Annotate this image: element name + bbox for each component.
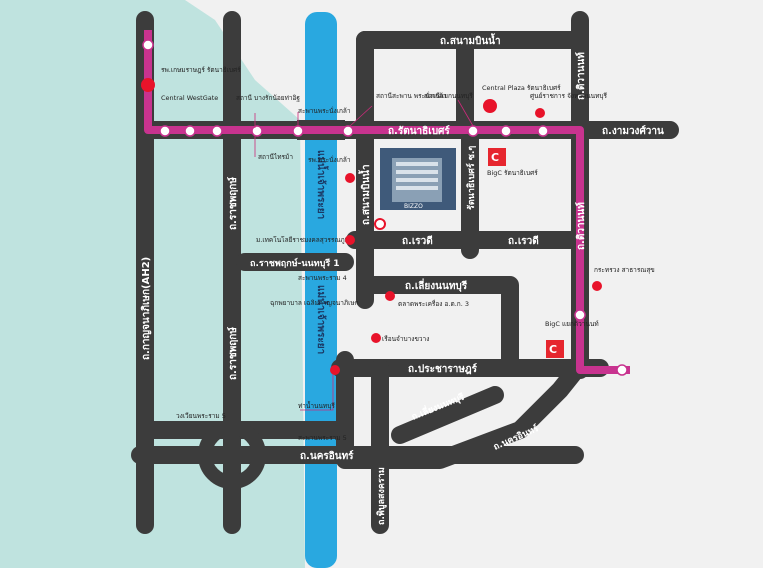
label-station-nonthaburi: สถานีแยกนนทบุรี	[424, 92, 473, 100]
label-road-tiwanon-right: ถ.ติวานนท์	[575, 202, 587, 250]
label-prison: เรือนจำบางขวาง	[382, 335, 429, 343]
purple-line-rail	[144, 30, 630, 374]
label-bridge-rama5: สะพานพระราม 5	[298, 434, 347, 442]
label-bridge-rama4: สะพานพระราม 4	[298, 274, 347, 282]
bigc-logo-ratt: C	[488, 148, 506, 166]
label-road-sanambinnam-side: ถ.สนามบินน้ำ	[358, 164, 372, 225]
star-markers	[141, 78, 497, 113]
rail-stations	[142, 39, 628, 376]
label-road-ruamit2: ถ.เรวดี	[508, 235, 539, 247]
label-road-ratchaphruek-top: ถ.ราชพฤกษ์	[227, 177, 239, 230]
label-road-liang-nonthaburi: ถ.เลี่ยงนนทบุรี	[405, 278, 468, 292]
label-road-ratchaphruek-nonthaburi1: ถ.ราชพฤกษ์-นนทบุรี 1	[250, 257, 340, 269]
bridge-rama5	[297, 447, 345, 463]
label-central-plaza: Central Plaza รัตนาธิเบศร์	[482, 84, 561, 92]
leader-lines	[254, 99, 474, 411]
label-rmutsb: ม.เทคโนโลยีราชมงคลสุวรรณภูมิ	[256, 236, 349, 244]
label-road-ngamwongwan: ถ.งามวงศ์วาน	[602, 125, 664, 137]
bizzo-location-marker	[374, 218, 386, 230]
label-road-pracharat: ถ.ประชาราษฎร์	[408, 363, 478, 375]
label-health-ministry: กระทรวง สาธารณสุข	[594, 266, 655, 274]
poi-markers	[330, 108, 602, 375]
label-road-tiwanon-top: ถ.ติวานนท์	[575, 52, 587, 100]
label-road-nakhon-in-bottom: ถ.นครอินทร์	[300, 450, 354, 462]
label-river-lower: แม่น้ำเจ้าพระยา	[315, 285, 329, 354]
bizzo-building: BIZZO	[380, 148, 456, 210]
label-road-phibunsongkhram: ถ.พิบูลสงคราม	[376, 467, 387, 525]
label-station-sai-ma: สถานีไทรม้า	[258, 153, 293, 161]
label-bigc-tiwanon: BigC แยกติวานนท์	[545, 320, 599, 328]
label-road-ruamit1: ถ.เรวดี	[402, 235, 433, 247]
label-road-sanambinnam-top: ถ.สนามบินน้ำ	[440, 33, 501, 47]
label-river-upper: แม่น้ำเจ้าพระยา	[315, 150, 329, 219]
label-road-ratchaphruek-bottom: ถ.ราชพฤกษ์	[227, 327, 239, 380]
label-road-rattanathibet: ถ.รัตนาธิเบศร์	[388, 125, 450, 137]
svg-text:C: C	[491, 151, 499, 164]
label-provincial-hall: ศูนย์ราชการ จังหวัดนนทบุรี	[530, 92, 608, 100]
label-bridge-phra-nang-klao: สะพานพระนั่งเกล้า	[298, 106, 351, 115]
label-college: ฉุกพยาบาล เฉลิมกาญจนาภิเษก	[270, 299, 359, 307]
label-road-rattanathibet-soi: รัตนาธิเบศร์ ซ.ๆ	[465, 146, 477, 210]
label-hospital-phra-nang-klao: รพ.พระนั่งเกล้า	[308, 155, 351, 164]
svg-text:C: C	[549, 343, 557, 356]
label-station-bangrak: สถานี บางรักน้อยท่าอิฐ	[236, 94, 300, 102]
label-road-kanchanaphisek: ถ.กาญจนาภิเษก(AH2)	[140, 257, 152, 360]
label-station-phra-nang-klao: สถานีสะพาน พระนั่งเกล้า	[376, 91, 447, 100]
label-central-westgate: Central WestGate	[161, 94, 218, 102]
bigc-logo-tiwanon: C	[546, 340, 564, 358]
label-bigc-ratt: BigC รัตนาธิเบศร์	[487, 169, 538, 177]
label-pier: ท่าน้ำนนทบุรี	[298, 401, 335, 410]
label-market: ตลาดพระเครื่อง อ.ต.ก. 3	[398, 299, 469, 308]
bridge-rama4	[297, 254, 345, 270]
label-hospital: รพ.เกษมราษฎร์ รัตนาธิเบศร์	[161, 66, 241, 74]
bizzo-logo-text: BIZZO	[404, 203, 423, 210]
label-circle: วงเวียนพระราม 5	[176, 412, 226, 420]
